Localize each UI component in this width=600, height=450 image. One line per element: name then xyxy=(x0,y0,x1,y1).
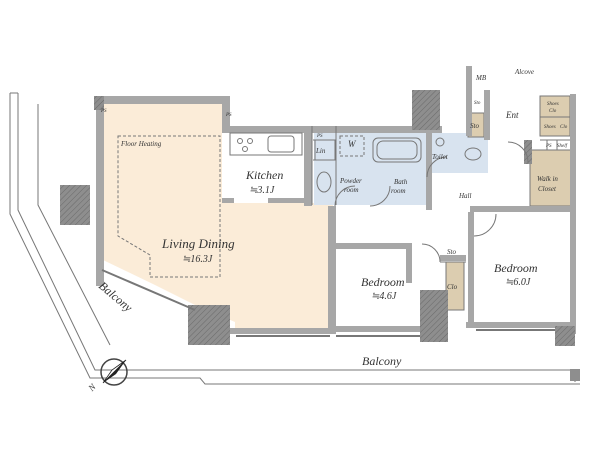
living-dining-label: Living Dining xyxy=(161,236,235,251)
columns xyxy=(60,90,575,346)
bedroom-1-area: ≒4.6J xyxy=(371,291,397,302)
ent-label: Ent xyxy=(505,110,519,120)
walk-in-closet-floor xyxy=(529,149,573,207)
kitchen-label: Kitchen xyxy=(245,168,283,182)
bath-room-label-2: room xyxy=(391,187,406,195)
hall-label: Hall xyxy=(458,192,472,200)
walls xyxy=(96,66,576,334)
ps-label-1: PS xyxy=(225,113,232,118)
powder-room-label-1: Powder xyxy=(339,177,362,185)
sto-label-2: Sto xyxy=(447,248,456,256)
ps-label-4: PS xyxy=(545,144,552,149)
sto-label-3: Sto xyxy=(474,101,481,106)
compass-icon xyxy=(100,358,128,386)
balcony-bottom-label: Balcony xyxy=(362,354,402,368)
shoes-clo-label-2b: Clo xyxy=(560,125,568,130)
shelf-label: Shelf xyxy=(557,144,568,149)
powder-room-label-2: room xyxy=(344,186,359,194)
room-details xyxy=(101,116,570,337)
shoes-clo-floor xyxy=(539,95,571,137)
clo-label: Clo xyxy=(447,283,458,291)
kitchen-area: ≒3.1J xyxy=(249,185,275,196)
floor-heating-label: Floor Heating xyxy=(120,140,162,148)
bath-room-label-1: Bath xyxy=(394,178,408,186)
compass-north-label: N xyxy=(86,381,99,394)
walk-in-closet-label-2: Closet xyxy=(538,185,557,193)
ps-label-3: PS xyxy=(100,109,107,114)
alcove-label: Alcove xyxy=(514,68,534,76)
balcony-left-label: Balcony xyxy=(96,279,136,315)
shoes-clo-label-2a: Shoes xyxy=(544,125,556,130)
powder-room-floor xyxy=(314,133,368,205)
shoes-clo-label-1b: Clo xyxy=(549,109,557,114)
w-label: W xyxy=(348,139,357,149)
living-dining-area: ≒16.3J xyxy=(182,254,213,265)
balcony-outline xyxy=(9,92,580,385)
bedroom-1-label: Bedroom xyxy=(361,275,405,289)
shoes-clo-label-1a: Shoes xyxy=(547,102,559,107)
lin-label: Lin xyxy=(315,147,326,155)
toilet-floor xyxy=(428,133,488,173)
bedroom-2-label: Bedroom xyxy=(494,261,538,275)
mb-label: MB xyxy=(475,74,487,82)
floor-heating-area xyxy=(117,135,221,278)
sto-label-1: Sto xyxy=(470,122,479,130)
bedroom-2-area: ≒6.0J xyxy=(505,277,531,288)
walk-in-closet-label-1: Walk in xyxy=(537,175,558,183)
living-dining-floor xyxy=(103,104,333,330)
kitchen-floor xyxy=(222,128,302,200)
ps-label-2: PS xyxy=(316,134,323,139)
toilet-label: Toilet xyxy=(432,153,449,161)
